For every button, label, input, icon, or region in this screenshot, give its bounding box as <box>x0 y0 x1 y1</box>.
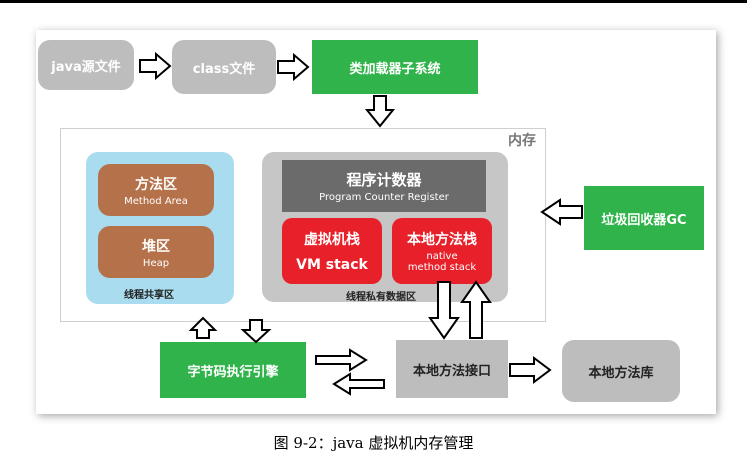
arrow-gc-to-memory <box>540 198 583 226</box>
native-stack-cn: 本地方法栈 <box>407 232 477 248</box>
class-loader-label: 类加载器子系统 <box>349 61 441 77</box>
method-area-node: 方法区 Method Area <box>98 164 214 216</box>
native-interface-node: 本地方法接口 <box>396 340 508 398</box>
method-area-en: Method Area <box>124 195 188 207</box>
native-library-label: 本地方法库 <box>588 365 654 381</box>
heap-node: 堆区 Heap <box>98 226 214 278</box>
program-counter-cn: 程序计数器 <box>346 171 422 189</box>
class-file-node: class文件 <box>172 40 276 94</box>
native-stack-en: native method stack <box>407 251 477 273</box>
vm-stack-cn: 虚拟机栈 <box>304 232 360 248</box>
arrow-engine-to-interface <box>315 348 368 372</box>
gc-node: 垃圾回收器GC <box>584 186 704 250</box>
class-loader-node: 类加载器子系统 <box>312 40 478 94</box>
class-file-label: class文件 <box>192 61 256 77</box>
java-source-node: java源文件 <box>38 40 134 90</box>
arrow-java-to-class <box>139 51 172 81</box>
thread-private-label: 线程私有数据区 <box>346 292 416 303</box>
top-rule <box>0 0 747 3</box>
method-area-cn: 方法区 <box>135 176 177 193</box>
arrow-memory-to-engine <box>240 319 272 344</box>
thread-shared-label: 线程共享区 <box>124 290 174 301</box>
vm-stack-en: VM stack <box>296 257 368 273</box>
arrow-interface-to-stack <box>460 280 492 339</box>
arrow-interface-to-engine <box>332 372 385 396</box>
arrow-loader-to-memory <box>364 95 396 128</box>
memory-label: 内存 <box>508 133 536 149</box>
arrow-stack-to-interface <box>428 281 460 340</box>
native-stack-node: 本地方法栈 native method stack <box>392 218 492 284</box>
arrow-class-to-loader <box>277 52 310 82</box>
heap-en: Heap <box>142 257 170 269</box>
execution-engine-label: 字节码执行引擎 <box>187 364 279 380</box>
heap-cn: 堆区 <box>142 238 170 255</box>
execution-engine-node: 字节码执行引擎 <box>160 342 306 398</box>
vm-stack-node: 虚拟机栈 VM stack <box>282 218 382 284</box>
gc-label: 垃圾回收器GC <box>601 212 687 228</box>
native-interface-label: 本地方法接口 <box>412 363 491 379</box>
program-counter-node: 程序计数器 Program Counter Register <box>282 160 486 212</box>
program-counter-en: Program Counter Register <box>319 192 449 203</box>
figure-caption: 图 9-2：java 虚拟机内存管理 <box>273 434 474 452</box>
arrow-engine-to-memory <box>188 316 218 339</box>
arrow-interface-to-library <box>509 356 552 384</box>
java-source-label: java源文件 <box>51 59 121 75</box>
native-library-node: 本地方法库 <box>562 340 680 402</box>
